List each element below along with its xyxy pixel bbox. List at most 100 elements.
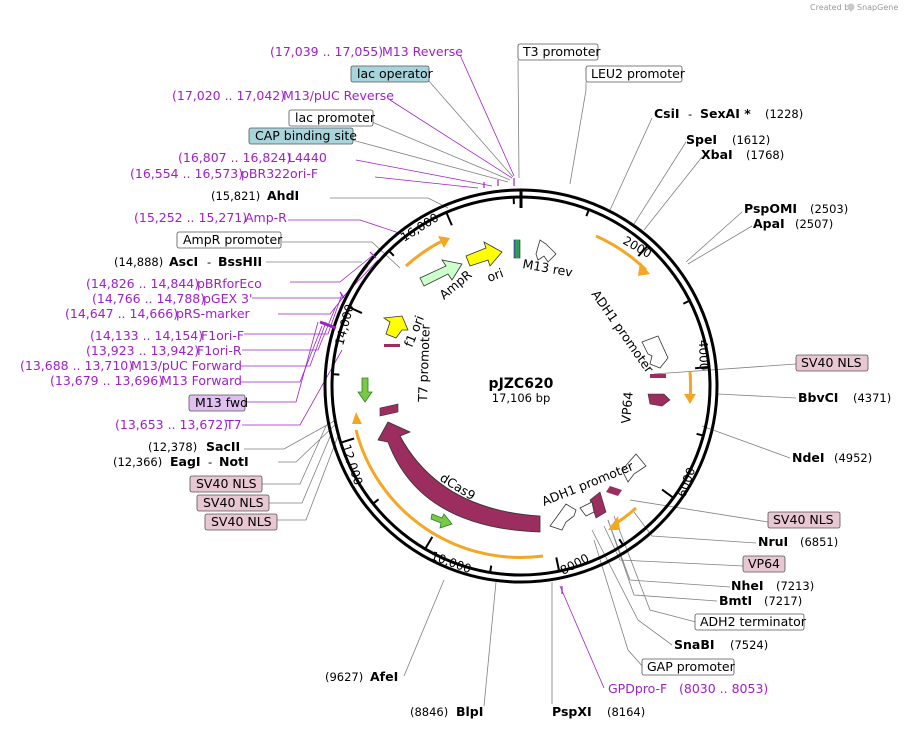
- tick-6000: 6000: [675, 466, 699, 499]
- nls-r1-box[interactable]: [795, 354, 869, 372]
- label-gap[interactable]: GAP promoter: [647, 659, 736, 674]
- label-t7[interactable]: T7: [225, 417, 242, 432]
- bottom-labels: (9627) AfeI (8846) BlpI PspXI (8164): [325, 669, 645, 719]
- label-bmti-pos: (7217): [764, 594, 802, 608]
- feature-f1ori: [382, 315, 409, 339]
- label-nls3[interactable]: SV40 NLS: [211, 514, 272, 529]
- vp64-box[interactable]: [742, 555, 786, 573]
- adh2-box[interactable]: [694, 613, 805, 631]
- label-m13puc-rev[interactable]: M13/pUC Reverse: [283, 88, 394, 103]
- orf-4000-arrowhead: [684, 394, 696, 404]
- leu2-box[interactable]: [585, 65, 683, 83]
- label-apai[interactable]: ApaI: [753, 216, 785, 231]
- label-noti[interactable]: NotI: [219, 454, 249, 469]
- t3-box[interactable]: [517, 43, 599, 61]
- label-m13rev-primer[interactable]: M13 Reverse: [382, 44, 463, 59]
- credit-brand: SnapGene: [857, 3, 898, 12]
- cap-site-box[interactable]: [248, 127, 354, 145]
- label-nls2[interactable]: SV40 NLS: [203, 495, 264, 510]
- label-ndei[interactable]: NdeI: [792, 450, 825, 465]
- label-l4440[interactable]: L4440: [288, 150, 327, 165]
- label-adh2[interactable]: ADH2 terminator: [700, 614, 807, 629]
- label-sexai[interactable]: SexAI *: [700, 106, 751, 121]
- label-m13fwd-feature[interactable]: M13 fwd: [195, 395, 248, 410]
- label-nls-r1[interactable]: SV40 NLS: [801, 355, 862, 370]
- label-afei-pos: (9627): [325, 670, 363, 684]
- label-bmti[interactable]: BmtI: [719, 593, 752, 608]
- label-f1orif[interactable]: F1ori-F: [201, 328, 244, 343]
- label-nls-r2[interactable]: SV40 NLS: [773, 512, 834, 527]
- label-m13fwd-primer[interactable]: M13 Forward: [161, 373, 242, 388]
- feature-m13rev: [535, 239, 557, 263]
- label-pbr322[interactable]: pBR322ori-F: [241, 166, 318, 181]
- tick-10000: 10,000: [429, 549, 473, 577]
- label-spei[interactable]: SpeI: [686, 132, 717, 147]
- label-nrui[interactable]: NruI: [758, 534, 788, 549]
- label-lac-operator[interactable]: lac operator: [357, 66, 434, 81]
- label-pgex[interactable]: pGEX 3': [203, 291, 252, 306]
- tick-mark: [348, 306, 363, 314]
- label-nhei[interactable]: NheI: [731, 578, 764, 593]
- lac-promoter-box[interactable]: [288, 109, 374, 127]
- label-ampr-primer[interactable]: Amp-R: [245, 210, 287, 225]
- left-labels: (17,039 .. 17,055) M13 Reverse lac opera…: [20, 44, 463, 531]
- primer-marks: [319, 178, 563, 594]
- nls3-box[interactable]: [204, 513, 278, 531]
- label-prs[interactable]: pRS-marker: [176, 306, 251, 321]
- leader-lines: [240, 54, 797, 707]
- m13fwd-box[interactable]: [188, 394, 246, 412]
- ampr-promoter-box[interactable]: [176, 231, 282, 249]
- label-m13pucfwd[interactable]: M13/pUC Forward: [131, 358, 242, 373]
- label-vp64-right[interactable]: VP64: [748, 556, 780, 571]
- lac-operator-box[interactable]: [350, 65, 430, 83]
- label-csii[interactable]: CsiI: [654, 106, 680, 121]
- label-eagi[interactable]: EagI: [170, 454, 201, 469]
- feature-nls-dcas9: [379, 403, 399, 417]
- feature-ampr: [419, 259, 463, 287]
- label-cap-site[interactable]: CAP binding site: [255, 128, 357, 143]
- label-t3[interactable]: T3 promoter: [522, 44, 601, 59]
- label-bsshii[interactable]: BssHII: [218, 254, 262, 269]
- label-pspomi[interactable]: PspOMI: [744, 201, 797, 216]
- label-leu2[interactable]: LEU2 promoter: [591, 66, 686, 81]
- orf-ampr-arrowhead: [438, 236, 450, 248]
- label-ampr-promoter[interactable]: AmpR promoter: [183, 232, 283, 247]
- tick-16000: 16,000: [398, 210, 441, 244]
- label-ahdi[interactable]: AhdI: [267, 188, 299, 203]
- nls2-box[interactable]: [196, 494, 270, 512]
- feature-adh1-promoter-mid: [621, 453, 647, 483]
- label-adh1-top: ADH1 promoter: [589, 287, 658, 376]
- nls-r2-box[interactable]: [767, 511, 841, 529]
- label-afei[interactable]: AfeI: [370, 669, 398, 684]
- tick-mark: [340, 437, 355, 444]
- label-xbai[interactable]: XbaI: [701, 147, 733, 162]
- label-f1orir[interactable]: F1ori-R: [197, 343, 242, 358]
- label-eagi-sep: -: [208, 455, 212, 469]
- feature-adh1-promoter-low: [549, 503, 577, 531]
- label-vp64: VP64: [618, 391, 636, 424]
- label-sacii[interactable]: SacII: [206, 439, 240, 454]
- tick-mark: [661, 488, 674, 499]
- gap-box[interactable]: [641, 658, 735, 676]
- feature-nls-right: [650, 374, 666, 378]
- tick-marks: [332, 190, 710, 573]
- features: [377, 239, 671, 533]
- tick-mark: [489, 565, 493, 573]
- label-asci[interactable]: AscI: [169, 254, 198, 269]
- label-nls1[interactable]: SV40 NLS: [196, 476, 257, 491]
- label-pspxi[interactable]: PspXI: [552, 704, 592, 719]
- label-snabi[interactable]: SnaBI: [674, 637, 715, 652]
- orf-dcas9: [354, 429, 544, 559]
- orf-2000-arrowhead: [638, 262, 650, 276]
- label-bbvci[interactable]: BbvCI: [798, 390, 838, 405]
- feature-dcas9: [377, 421, 541, 533]
- tick-mark: [424, 536, 434, 550]
- label-blpi[interactable]: BlpI: [456, 704, 483, 719]
- label-lac-promoter[interactable]: lac promoter: [295, 110, 376, 125]
- tick-mark: [694, 365, 710, 370]
- label-nrui-pos: (6851): [800, 535, 838, 549]
- label-gpdpro[interactable]: GPDpro-F: [608, 681, 667, 696]
- label-pbrfor[interactable]: pBRforEco: [197, 276, 262, 291]
- nls1-box[interactable]: [189, 475, 263, 493]
- feature-ori: [465, 241, 503, 267]
